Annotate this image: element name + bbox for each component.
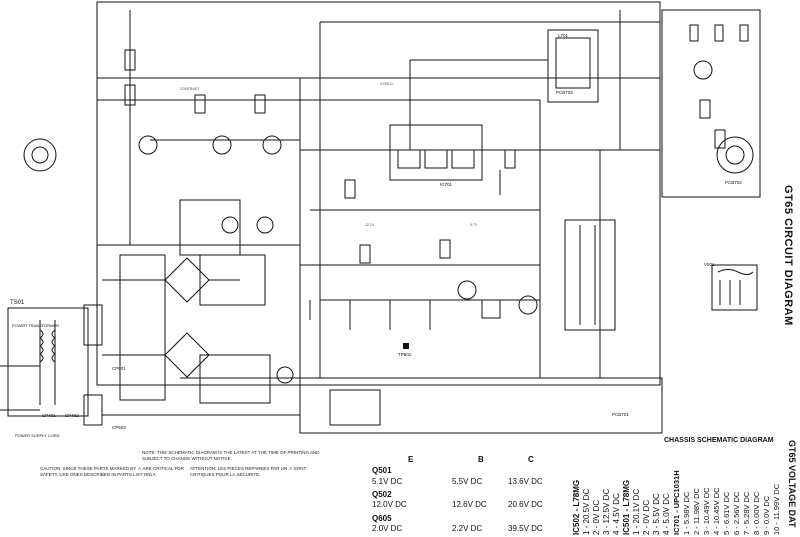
cp503-label: CP503 [112,425,126,430]
transistor-q402 [212,135,232,155]
cp501-label: CP501 [112,366,126,371]
q501-b-value: 5.5V DC [452,477,483,486]
ic501-title: IC501 - L78MG [622,479,631,535]
q605-b-value: 2.2V DC [452,524,483,533]
ic701-item: 9 - 0.0V DC [762,495,771,535]
ic502-title: IC502 - L78MG [572,479,581,535]
v501-label: V501 [704,262,715,267]
bridge-rectifier-1 [164,257,210,303]
pcb703-label: PCB703 [556,90,573,95]
ic701-item: 8 - 0.00V DC [752,491,761,535]
test-point-marker [403,343,409,349]
pcb702-label: PCB702 [725,180,742,185]
crt-socket-left [23,138,57,172]
svg-text:12.1V: 12.1V [365,223,375,227]
attention-note: ATTENTION: LES PIECES REPAREES PAR UN ⚠ … [190,466,307,477]
transistor-q403 [262,135,282,155]
ic501-item: 4 - 5.0V DC [662,493,671,535]
note-latest: NOTE: THIS SCHEMATIC DIAGRAM IS THE LATE… [142,450,320,461]
pcb701-label: PCB701 [612,412,629,417]
ic701-item: 5 - 6.61V DC [722,491,731,535]
col-e-header: E [408,455,414,464]
ic502-item: 1 - 20.5V DC [582,488,591,535]
tp501-label: TP501 [398,352,412,357]
diagram-title: GT65 CIRCUIT DIAGRAM [782,185,794,326]
ic701-item: 7 - 5.28V DC [742,491,751,535]
q501-c-value: 13.6V DC [508,477,543,486]
cp402-label: CP402 [65,413,79,418]
ic502-item: 4 - 4.5V DC [612,493,621,535]
chassis-label: CHASSIS SCHEMATIC DIAGRAM [664,437,774,444]
ic701-item: 4 - 10.45V DC [712,487,721,535]
ic701-label: IC701 [440,182,453,187]
voltage-title: GT65 VOLTAGE DAT [787,440,797,528]
row-q502-name: Q502 [372,490,392,499]
svg-text:V.HOLD: V.HOLD [380,82,393,86]
q501-e-value: 5.1V DC [372,477,403,486]
deflection-yoke [711,264,758,311]
ic701-voltage-list: IC701 - UPC1031H 1 - 5.98V DC 2 - 11.98V… [672,447,782,535]
power-transformer-label: POWER TRANSFORMER [12,323,60,328]
col-c-header: C [528,455,534,464]
transistor-q605 [457,280,477,300]
flyback-transformer [564,219,616,331]
ic501-item: 2 - 0V DC [642,499,651,535]
power-transformer-frame [7,307,89,417]
row-q605-name: Q605 [372,514,392,523]
svg-text:CONTRAST: CONTRAST [180,87,200,91]
q502-b-value: 12.6V DC [452,500,487,509]
q605-e-value: 2.0V DC [372,524,403,533]
regulator-block-1 [179,199,241,256]
main-board-frame [96,1,661,386]
q502-c-value: 20.6V DC [508,500,543,509]
cp401-label: CP401 [42,413,56,418]
ic501-item: 1 - 20.1V DC [632,488,641,535]
ic502-voltage-list: IC502 - L78MG 1 - 20.5V DC 2 - 0V DC 3 -… [572,440,622,535]
ic501-voltage-list: IC501 - L78MG 1 - 20.1V DC 2 - 0V DC 3 -… [622,440,672,535]
l701-label: L701 [558,33,569,38]
ic701-item: 3 - 10.49V DC [702,487,711,535]
svg-text:4.7V: 4.7V [470,223,478,227]
ic701-item: 1 - 5.98V DC [682,491,691,535]
regulator-block-2 [199,354,271,404]
crt-socket-right [716,136,754,174]
ic501-item: 3 - 5.5V DC [652,493,661,535]
q605-c-value: 39.5V DC [508,524,543,533]
transistor-crt [693,60,713,80]
caution-note: CAUTION: SINCE THESE PARTS MARKED BY ⚠ A… [40,466,185,477]
ic502-item: 2 - 0V DC [592,499,601,535]
transistor-q401 [138,135,158,155]
power-cord-label: POWER SUPPLY CORD [15,433,60,438]
row-q501-name: Q501 [372,466,392,475]
ic-lower-module [329,389,381,426]
ic701-item: 10 - 11.99V DC [772,483,781,535]
ic701-item: 6 - 2.56V DC [732,491,741,535]
ic502-item: 3 - 12.5V DC [602,488,611,535]
lower-frame [299,377,663,434]
q502-e-value: 12.0V DC [372,500,407,509]
ic701-title: IC701 - UPC1031H [672,470,681,535]
ic701-block [389,124,483,181]
ts01-label: TS01 [10,300,25,306]
col-b-header: B [478,455,484,464]
crt-board-frame [661,9,761,198]
transistor-q606 [518,295,538,315]
ic701-item: 2 - 11.98V DC [692,488,701,535]
l701-module [547,29,599,103]
